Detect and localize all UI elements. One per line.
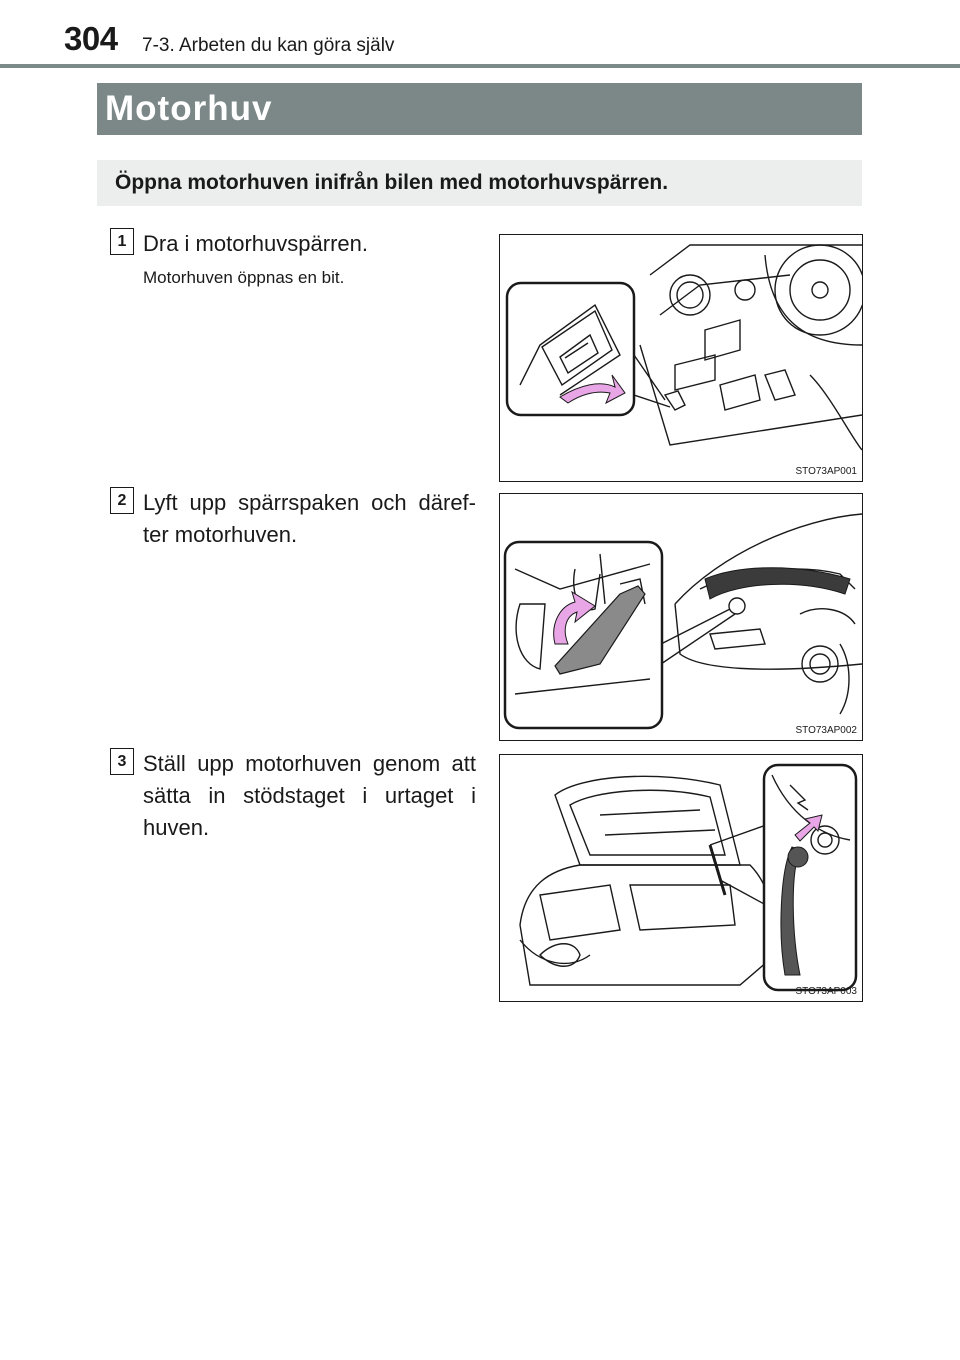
- figure-support-rod: STO73AP003: [499, 754, 863, 1002]
- step-2-text: Lyft upp spärrspaken och däref-ter motor…: [143, 490, 476, 547]
- page-number: 304: [64, 20, 118, 57]
- figure-lock-lever: STO73AP002: [499, 493, 863, 741]
- hood-release-illustration: [505, 244, 862, 451]
- figure-3-code: STO73AP003: [795, 986, 857, 997]
- step-1-note: Motorhuven öppnas en bit.: [143, 268, 345, 287]
- chapter-title: 7-3. Arbeten du kan göra själv: [142, 35, 395, 56]
- step-2-badge: 2: [110, 487, 134, 514]
- page-header: 304 7-3. Arbeten du kan göra själv: [0, 0, 960, 70]
- lock-lever-illustration: [503, 513, 862, 730]
- section-title: Motorhuv: [105, 89, 273, 128]
- step-3-text: Ställ upp motorhuven genom att sätta in …: [143, 751, 476, 840]
- step-1-badge: 1: [110, 228, 134, 255]
- intro-box: Öppna motorhuven inifrån bilen med motor…: [97, 160, 862, 206]
- intro-text: Öppna motorhuven inifrån bilen med motor…: [115, 171, 669, 194]
- figure-hood-release-lever: STO73AP001: [499, 234, 863, 482]
- step-1-text: Dra i motorhuvspärren.: [143, 231, 368, 256]
- figure-2-code: STO73AP002: [795, 725, 857, 736]
- header-rule: [0, 64, 960, 68]
- support-rod-illustration: [519, 763, 858, 992]
- step-3-badge: 3: [110, 748, 134, 775]
- figure-1-code: STO73AP001: [795, 466, 857, 477]
- section-banner: Motorhuv: [97, 83, 862, 135]
